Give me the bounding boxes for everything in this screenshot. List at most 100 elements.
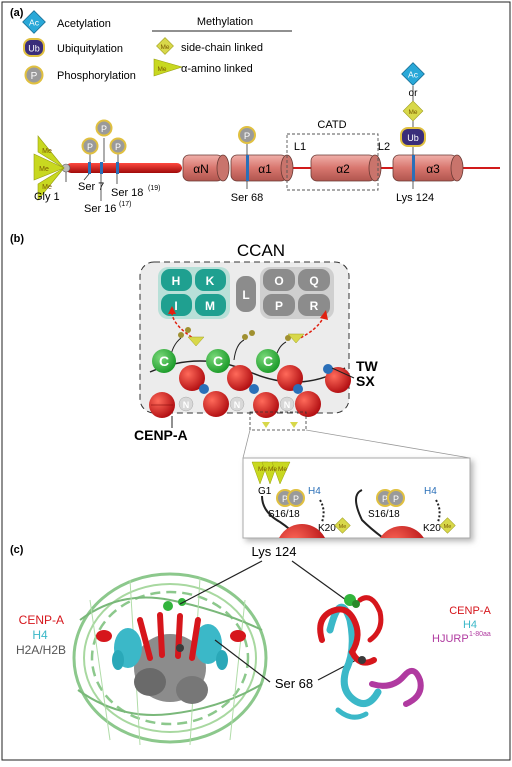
arrow-left-head-icon [168, 306, 176, 314]
c-label-2: C [213, 353, 223, 369]
inset-me-2: Me [268, 466, 277, 473]
ub-badge: Ub [28, 44, 40, 54]
c-lys124-label: Lys 124 [251, 544, 296, 559]
me-gly1-a: Me [42, 148, 52, 155]
phospho-ser18-icon [109, 137, 127, 155]
unit-l: L [242, 288, 249, 302]
ac-lys124-icon [401, 62, 425, 86]
lys124-pointer-right [291, 560, 347, 601]
alpha-amino-badge: Me [157, 66, 166, 73]
inset-h4-1: H4 [308, 486, 321, 497]
ser68-pointer-right [317, 657, 361, 681]
cenpa-label-b: CENP-A [134, 427, 188, 443]
side-chain-me-icon [156, 37, 174, 55]
c-ser68-label: Ser 68 [275, 676, 313, 691]
ubiquitin-badge-icon [23, 38, 45, 57]
helix-alpha1: α1 [230, 154, 294, 182]
legend-side-chain: Me side-chain linked [156, 37, 263, 55]
site-lys124: Lys 124 [396, 192, 434, 204]
alpha-amino-me-icon [153, 58, 184, 77]
catd-label: CATD [317, 119, 346, 131]
or-label: or [409, 88, 419, 99]
zoom-inset: Me Me Me G1 P P S16/18 H4 K20 Me P P S16… [242, 457, 471, 539]
nucleosome-7 [295, 391, 321, 417]
ser68-marker [246, 155, 249, 181]
helix-alpha2: α2 [310, 154, 382, 182]
c-legend-right-hjurp: HJURP [432, 633, 469, 645]
cenpa-hjurp-ribbon [317, 594, 424, 720]
unit-q: Q [309, 274, 318, 288]
ub-lys124: Ub [407, 133, 419, 143]
side-chain-badge: Me [160, 44, 169, 51]
zoom-line-left [242, 429, 251, 459]
unit-r: R [310, 299, 319, 313]
ser7-marker [88, 162, 91, 174]
loop-l1-label: L1 [294, 141, 306, 153]
unit-i: I [174, 299, 177, 313]
c-legend-h4: H4 [32, 628, 48, 642]
twsx-pointer [331, 367, 355, 379]
ccan-hkim-block: H K I M [158, 267, 230, 319]
inset-k20-1: K20 [318, 523, 336, 534]
zoom-line-right [305, 429, 471, 459]
panel-a-label: (a) [10, 7, 24, 19]
p-ser18: P [115, 142, 121, 152]
legend-alpha-amino: Me α-amino linked [153, 58, 253, 77]
nucleosome-structure [72, 572, 268, 746]
c-label-1: C [159, 353, 169, 369]
phospho-ser68-icon [238, 126, 256, 144]
me-lys124-icon [402, 100, 424, 122]
inset-k20-2: K20 [423, 523, 441, 534]
inset-me-1: Me [258, 466, 267, 473]
acetylation-label: Acetylation [57, 18, 111, 30]
inset-me-4: Me [339, 524, 347, 530]
c-legend-right-h4: H4 [463, 619, 477, 631]
nucleosome-2 [179, 365, 205, 391]
protein-schematic: αN α1 α2 α3 L1 L2 CATD [33, 62, 500, 215]
panel-c-label: (c) [10, 544, 24, 556]
p-ser16: P [101, 124, 107, 134]
nucleosome-3 [203, 391, 229, 417]
site-ser18-ref: (19) [148, 185, 160, 192]
lys124-pointer-left [179, 560, 263, 605]
p-badge: P [31, 71, 38, 82]
c-legend-h2a-h2b: H2A/H2B [16, 643, 66, 657]
unit-o: O [274, 274, 283, 288]
inset-s1618-2: S16/18 [368, 509, 400, 520]
ser68-pointer-left [214, 639, 271, 683]
helix-alphaN-label: αN [193, 162, 209, 176]
ubiquitylation-label: Ubiquitylation [57, 43, 123, 55]
n-terminal-tail [66, 163, 182, 173]
inset-p-1: P [282, 494, 288, 504]
legend-phosphorylation: P Phosphorylation [24, 65, 136, 85]
helix-alpha1-label: α1 [258, 162, 272, 176]
unit-k: K [206, 274, 215, 288]
nucleosome-4 [227, 365, 253, 391]
nucleosome-5 [253, 392, 279, 418]
gly1-methyl-group: Me Me Me [33, 135, 65, 201]
inset-p-3: P [382, 494, 388, 504]
helix-alphaN: αN [182, 154, 230, 182]
site-ser16: Ser 16 [84, 203, 116, 215]
inset-s1618-1: S16/18 [268, 509, 300, 520]
unit-h: H [172, 274, 181, 288]
tw-label: TW [356, 358, 379, 374]
methylation-title: Methylation [197, 16, 253, 28]
zoom-region-box [249, 411, 307, 431]
tail-decorations-b [169, 327, 305, 361]
arrow-left-dashed [171, 311, 197, 341]
inset-h4-2: H4 [424, 486, 437, 497]
ccan-opqr-block: O Q P R [260, 267, 334, 319]
acetyl-diamond-icon [22, 10, 46, 34]
site-ser7: Ser 7 [78, 181, 104, 193]
phospho-ser16-icon [95, 119, 113, 137]
ser18-marker [116, 162, 119, 174]
phosphorylation-label: Phosphorylation [57, 70, 136, 82]
n-label-1: N [183, 400, 190, 410]
side-chain-label: side-chain linked [181, 42, 263, 54]
site-ser18: Ser 18 [111, 187, 143, 199]
p-ser68: P [244, 131, 250, 142]
unit-p: P [275, 299, 283, 313]
